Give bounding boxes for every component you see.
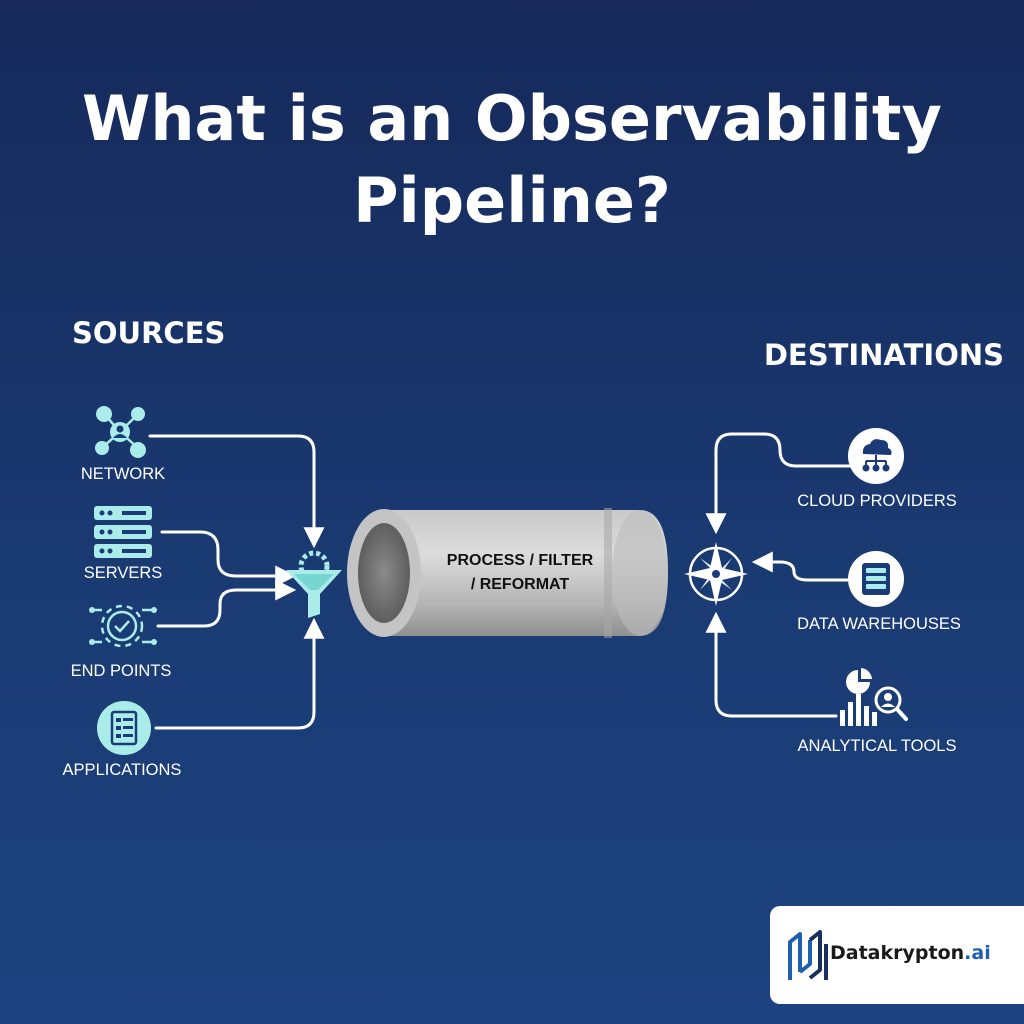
brand-logo-icon	[788, 930, 828, 980]
page-title: What is an Observability Pipeline?	[82, 82, 942, 237]
servers-icon	[94, 506, 152, 558]
applications-icon	[97, 701, 151, 755]
pipe-label-line-2: / REFORMAT	[470, 576, 570, 593]
destinations-heading: DESTINATIONS	[763, 338, 1004, 372]
warehouse-icon	[848, 551, 904, 607]
destination-connectors	[705, 432, 852, 718]
network-icon	[95, 406, 146, 458]
connector-servers	[160, 530, 297, 587]
pipe-label: PROCESS / FILTER / REFORMAT	[440, 549, 600, 597]
brand-logo-card: Datakrypton.ai	[770, 906, 1024, 1004]
connector-applications	[154, 617, 325, 730]
connector-cloud	[705, 432, 852, 535]
destination-label-warehouses: DATA WAREHOUSES	[797, 615, 961, 633]
connector-analytics	[705, 611, 838, 718]
brand-name: Datakrypton.ai	[830, 942, 991, 964]
endpoints-icon	[89, 604, 157, 648]
pipe-label-line-1: PROCESS / FILTER	[446, 552, 594, 569]
pipe-graphic	[347, 508, 668, 638]
compass-icon	[684, 542, 748, 606]
analytics-icon	[840, 668, 908, 726]
source-connectors	[148, 434, 325, 730]
brand-name-main: Datakrypton	[830, 942, 965, 964]
connector-network	[148, 434, 325, 549]
connector-warehouse	[751, 551, 852, 582]
source-label-endpoints: END POINTS	[70, 662, 172, 680]
destination-label-analytics: ANALYTICAL TOOLS	[797, 737, 957, 755]
cloud-icon	[848, 428, 904, 484]
sources-heading: SOURCES	[72, 316, 226, 350]
connector-endpoints	[156, 579, 297, 628]
source-label-applications: APPLICATIONS	[62, 761, 182, 779]
destination-label-cloud: CLOUD PROVIDERS	[797, 492, 957, 510]
source-label-network: NETWORK	[80, 465, 166, 483]
source-label-servers: SERVERS	[83, 564, 163, 582]
funnel-icon	[286, 550, 342, 618]
brand-name-suffix: .ai	[964, 942, 991, 964]
